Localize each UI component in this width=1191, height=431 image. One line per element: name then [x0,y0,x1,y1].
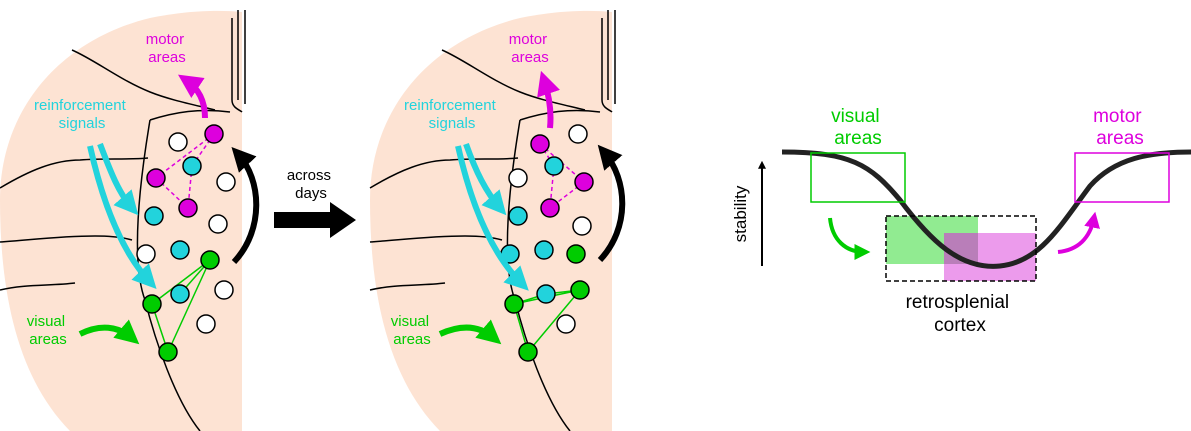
neutral-cell [573,217,591,235]
visual-areas-label: visual areas [391,313,434,348]
motor-cell [205,125,223,143]
visual-cell [159,343,177,361]
retrosplenial-cortex-label: retrosplenial cortex [906,292,1015,336]
stability-schematic: stability visual areas motor areas retro… [731,106,1191,336]
visual-cell [571,281,589,299]
neutral-cell [197,315,215,333]
across-days-label: across days [287,167,335,202]
neutral-cell [217,173,235,191]
motor-cell [179,199,197,217]
across-days-transition: across days [274,167,356,238]
visual-areas-label: visual areas [831,106,885,149]
neutral-cell [137,245,155,263]
reinforced-cell [535,241,553,259]
across-days-arrow [274,202,356,238]
motor-areas-label: motor areas [1093,106,1147,149]
reinforced-cell [171,241,189,259]
motor-areas-label: motor areas [146,31,189,66]
neutral-cell [509,169,527,187]
visual-cell [567,245,585,263]
reinforced-cell [183,157,201,175]
motor-cell [147,169,165,187]
cortex-panel-before: motor areas reinforcement signals visual… [0,10,256,431]
neutral-cell [169,133,187,151]
motor-areas-label: motor areas [509,31,552,66]
visual-areas-box [811,153,905,202]
visual-cell [505,295,523,313]
neutral-cell [209,215,227,233]
cortex-outline [0,11,242,431]
reinforced-cell [145,207,163,225]
reinforced-cell [545,157,563,175]
reinforced-cell [537,285,555,303]
neutral-cell [557,315,575,333]
motor-cell [531,135,549,153]
neutral-cell [215,281,233,299]
cortex-panel-after: motor areas reinforcement signals visual… [370,10,622,431]
motor-cell [541,199,559,217]
visual-areas-label: visual areas [27,313,70,348]
visual-cell [201,251,219,269]
visual-to-rsc-arrow [830,218,864,252]
motor-cell [575,173,593,191]
reinforced-cell [171,285,189,303]
visual-cell [143,295,161,313]
reinforced-cell [509,207,527,225]
neutral-cell [569,125,587,143]
stability-axis-label: stability [731,185,750,242]
visual-cell [519,343,537,361]
